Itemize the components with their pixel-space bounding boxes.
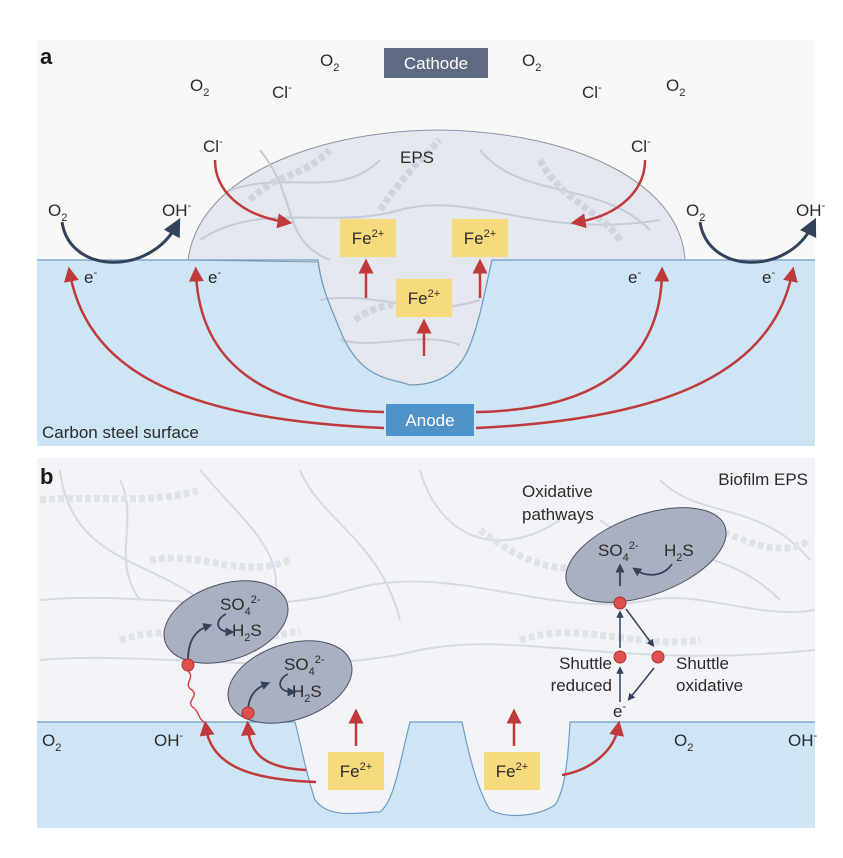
panel-b-letter: b [40,464,53,489]
oxidizer-redox-site [613,596,627,610]
shuttle-reduced-line2: reduced [551,676,612,695]
electron-arrow-b-2 [241,720,307,772]
panel-b: b Biofilm EPS SO42- H2S SO42- H2S O2 OH-… [37,458,818,828]
bacterium-2-sulfate: SO42- [284,654,325,678]
electron-4: e- [762,267,775,287]
panel-a-letter: a [40,44,53,69]
eps-label: EPS [400,148,434,167]
electron-b: e- [613,701,626,721]
shuttle-reduced-line1: Shuttle [559,654,612,673]
fe-label-b-1: Fe2+ [340,761,372,781]
right-o2: O2 [686,201,705,224]
svg-text:Cl-: Cl- [582,82,602,102]
cathode-label: Cathode [404,54,468,73]
bacterium-1-sulfide: H2S [232,621,262,644]
shuttle-reduced-dot [613,650,627,664]
steel-surface-line [37,259,815,386]
bacterium-2 [227,640,353,724]
electron-arc-2 [188,266,385,414]
species-o2-3: O2 [522,51,541,74]
svg-text:O2: O2 [522,51,541,74]
species-cl-2: Cl- [582,82,602,102]
svg-text:Fe2+: Fe2+ [352,228,384,248]
nanowire [187,670,205,723]
right-oh: OH- [796,200,826,220]
electron-arc-1 [64,266,385,430]
bacterium-1-reduction-arrow [217,613,235,637]
right-reduction-arrow [698,217,817,264]
left-reduction-arrow [60,218,181,264]
oxidizer-oxidation-arrow [632,563,673,577]
shuttle-return-arrow [627,667,655,701]
shuttle-oxidative-line2: oxidative [676,676,743,695]
oxidative-pathways-line1: Oxidative [522,482,593,501]
chloride-arrow-left [213,159,293,229]
bacterium-1-electron-arrow [187,623,213,661]
left-o2: O2 [48,201,67,224]
steel-surface [37,260,815,446]
chloride-right: Cl- [631,136,651,156]
electron-arc-3 [475,266,670,414]
oxidizer-sulfide: H2S [664,541,694,564]
fe-box-1: Fe2+ [340,219,396,257]
species-o2-1: O2 [190,76,209,99]
chloride-left: Cl- [203,136,223,156]
svg-text:Fe2+: Fe2+ [464,228,496,248]
right-o2-b: O2 [674,731,693,754]
oxidative-pathways-line2: pathways [522,505,594,524]
fe-label-b-2: Fe2+ [496,761,528,781]
electron-1: e- [84,267,97,287]
electron-3: e- [628,267,641,287]
fe-box-2: Fe2+ [452,219,508,257]
bacterium-2-redox-site [241,706,255,720]
shuttle-oxidative-line1: Shuttle [676,654,729,673]
shuttle-oxidative-dot [651,650,665,664]
bacterium-2-reduction-arrow [279,673,297,697]
cathode-box [384,48,488,78]
species-o2-4: O2 [666,76,685,99]
fe-box-b-2 [484,752,540,790]
shuttle-down-arrow [625,608,655,648]
anode-box [386,404,474,436]
fe-box-3: Fe2+ [396,279,452,317]
right-oh-b: OH- [788,730,818,750]
electron-2: e- [208,267,221,287]
svg-text:Fe2+: Fe2+ [408,288,440,308]
electron-arrow-b-1 [199,720,317,784]
electron-arc-4 [475,266,798,430]
svg-text:O2: O2 [190,76,209,99]
eps-polysaccharide-chains [247,137,623,323]
oxidizing-bacterium [565,507,727,603]
svg-text:O2: O2 [320,51,339,74]
oxidizer-sulfate: SO42- [598,540,639,564]
bacterium-1-redox-site [181,658,195,672]
left-oh-b: OH- [154,730,184,750]
biofilm-eps-label: Biofilm EPS [718,470,808,489]
electron-arrow-b-3 [561,720,625,777]
panel-a: a Cathode O2 Cl- O2 O2 Cl- O2 EPS Cl- Cl… [37,40,826,446]
species-cl-1: Cl- [272,82,292,102]
left-o2-b: O2 [42,731,61,754]
fe-box-b-1 [328,752,384,790]
bacterium-1-sulfate: SO42- [220,594,261,618]
svg-text:O2: O2 [666,76,685,99]
steel-surface-b [37,722,815,828]
svg-text:Cl-: Cl- [272,82,292,102]
chloride-arrow-right [570,159,647,229]
steel-line-b [37,721,815,816]
left-oh: OH- [162,200,192,220]
species-o2-2: O2 [320,51,339,74]
bacterium-1 [163,580,289,664]
carbon-steel-label: Carbon steel surface [42,423,199,442]
anode-label: Anode [405,411,454,430]
